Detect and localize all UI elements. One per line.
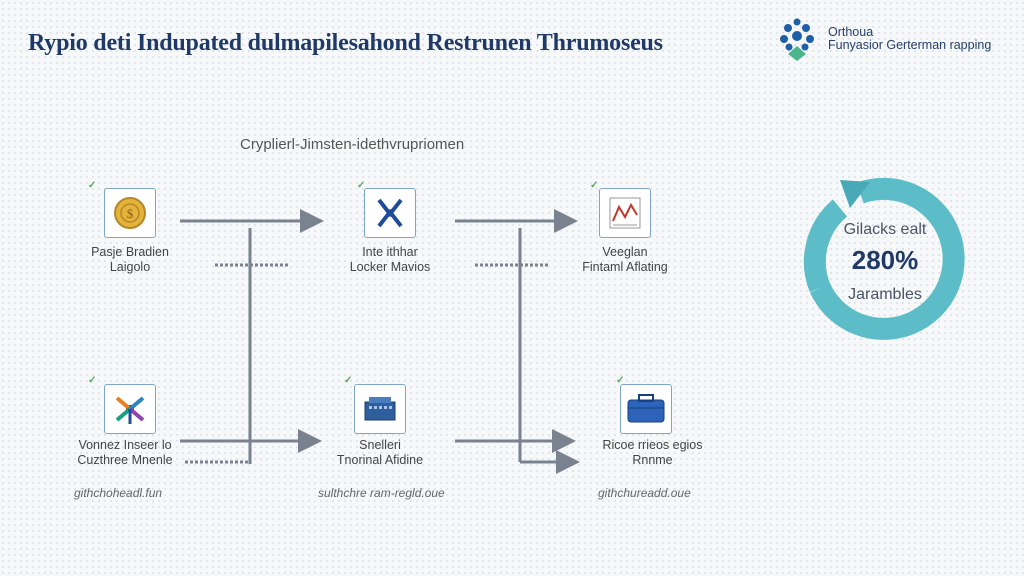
gold-coin-icon: $ (104, 188, 156, 238)
ring-top-label: Gilacks ealt (843, 221, 927, 238)
ring-value: 280% (851, 245, 919, 275)
page-title: Rypio deti Indupated dulmapilesahond Res… (28, 30, 663, 56)
node-footnote-1: githchoheadl.fun (74, 486, 163, 500)
document-chart-icon (599, 188, 651, 238)
logo-line2: Funyasior Gerterman rapping (828, 38, 992, 52)
blue-x-icon (364, 188, 416, 238)
check-icon: ✓ (590, 180, 599, 191)
logo-icon (780, 18, 814, 61)
colorful-network-icon (104, 384, 156, 434)
node-footnote-3: githchureadd.oue (598, 486, 691, 500)
check-icon: ✓ (344, 375, 353, 386)
ring-bottom-label: Jarambles (848, 286, 922, 303)
check-icon: ✓ (357, 180, 366, 191)
ring-arc-left (803, 199, 848, 293)
blue-case-icon (620, 384, 672, 434)
svg-text:$: $ (127, 206, 134, 221)
ring-arc (810, 177, 965, 340)
server-box-icon (354, 384, 406, 434)
ring-arrowhead (840, 180, 870, 208)
check-icon: ✓ (88, 375, 97, 386)
check-icon: ✓ (616, 375, 625, 386)
logo-text: Orthoua Funyasior Gerterman rapping (828, 26, 991, 52)
node-footnote-2: sulthchre ram-regld.oue (318, 486, 445, 500)
diagram-subtitle: Cryplierl-Jimsten-idethvrupriomen (240, 136, 465, 153)
logo-line1: Orthoua (828, 25, 874, 39)
check-icon: ✓ (88, 180, 97, 191)
progress-ring (803, 177, 965, 340)
